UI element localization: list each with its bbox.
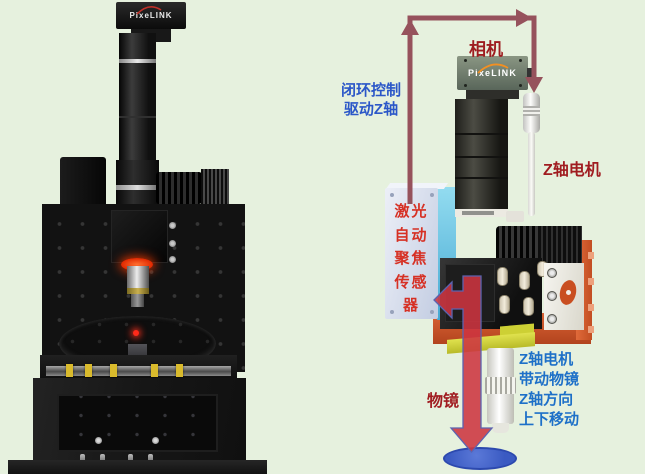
heatsink-fins	[201, 169, 229, 207]
block-screw	[547, 291, 557, 301]
stage-knob	[523, 297, 534, 316]
camera-screw	[519, 59, 522, 62]
camera-logo-right: PixeLINK	[467, 68, 518, 78]
motion-note-line: 上下移动	[519, 411, 580, 428]
block-hole-pin	[566, 290, 571, 295]
closed-loop-line: 驱动Z轴	[343, 101, 399, 118]
base-bolt	[80, 454, 85, 463]
motion-note-line: Z轴电机	[519, 351, 574, 368]
camera-mount-right	[466, 90, 519, 99]
objective-tip-right	[492, 423, 509, 433]
connector-ribs	[523, 106, 540, 116]
panel-screw	[152, 437, 159, 444]
plate-notch	[588, 278, 594, 285]
plate-notch	[588, 252, 594, 259]
adjust-knob	[169, 222, 176, 229]
camera-body-left: PixeLINK	[116, 2, 186, 29]
sample-spot	[443, 447, 517, 470]
panel-screw	[95, 437, 102, 444]
z-motor-label: Z轴电机	[543, 162, 601, 179]
laser-spot	[133, 330, 139, 336]
sensor-label: 激光 自动 聚焦 传感 器	[385, 200, 438, 318]
plate-notch	[588, 326, 594, 333]
sensor-label-row: 聚焦	[394, 250, 429, 267]
base-bolt	[128, 454, 133, 463]
sensor-screw	[390, 193, 394, 197]
camera-label: 相机	[469, 40, 503, 59]
laser-autofocus-sensor-box	[385, 188, 438, 319]
sensor-label-row: 激光	[394, 203, 429, 220]
base-bolt	[100, 454, 105, 463]
tube-ring	[116, 185, 159, 190]
lens-tube-right	[455, 99, 508, 210]
camera-connector-nub	[527, 68, 533, 80]
objective-lens-left	[127, 266, 149, 293]
xy-stage-face	[445, 264, 495, 322]
tube-ring	[119, 116, 156, 118]
motion-note-line: Z轴方向	[519, 391, 574, 408]
sensor-label-row: 器	[402, 297, 420, 314]
rail-tab	[110, 364, 117, 377]
plate-notch	[588, 304, 594, 311]
base-plinth	[8, 460, 267, 474]
adjust-knob	[169, 240, 176, 247]
camera-logo-left: PixeLINK	[129, 11, 173, 20]
sensor-label-row: 传感	[394, 273, 429, 291]
focus-motor	[156, 172, 202, 204]
objective-band	[127, 288, 149, 294]
objective-label: 物镜	[427, 393, 460, 410]
base-bolt	[148, 454, 153, 463]
rail-tab	[176, 364, 183, 377]
stage-knob	[519, 271, 530, 290]
motion-note: Z轴电机 带动物镜 Z轴方向 上下移动	[519, 350, 579, 430]
camera-body-right: PixeLINK	[457, 56, 528, 90]
camera-screw	[464, 84, 467, 87]
stage-knob	[499, 295, 510, 314]
rail-tab	[151, 364, 158, 377]
sensor-screw	[430, 193, 434, 197]
focus-block	[111, 210, 168, 263]
rail-tab	[85, 364, 92, 377]
motor-cable	[528, 132, 535, 216]
linear-rail	[46, 366, 231, 376]
closed-loop-line: 闭环控制	[340, 82, 401, 99]
closed-loop-label: 闭环控制 驱动Z轴	[331, 81, 411, 119]
tube-seam	[455, 133, 508, 135]
sensor-label-row: 自动	[394, 226, 429, 244]
z-motor-block	[538, 226, 582, 266]
objective-tip	[131, 294, 144, 307]
base-panel	[57, 394, 218, 452]
sensor-screw	[390, 310, 394, 314]
tube-seam	[455, 156, 508, 158]
block-screw	[547, 314, 557, 324]
block-screw	[547, 268, 557, 278]
sensor-screw	[430, 310, 434, 314]
objective-rib-ring	[485, 377, 516, 394]
tube-seam	[455, 177, 508, 179]
camera-screw	[519, 84, 522, 87]
tube-ring-marking	[462, 211, 494, 215]
rail-tab	[66, 364, 73, 377]
motion-note-line: 带动物镜	[519, 371, 580, 388]
adjust-knob	[169, 256, 176, 263]
camera-screw	[464, 59, 467, 62]
tube-ring	[119, 59, 156, 63]
cable-clip	[506, 211, 524, 222]
stage-knob	[497, 267, 508, 286]
